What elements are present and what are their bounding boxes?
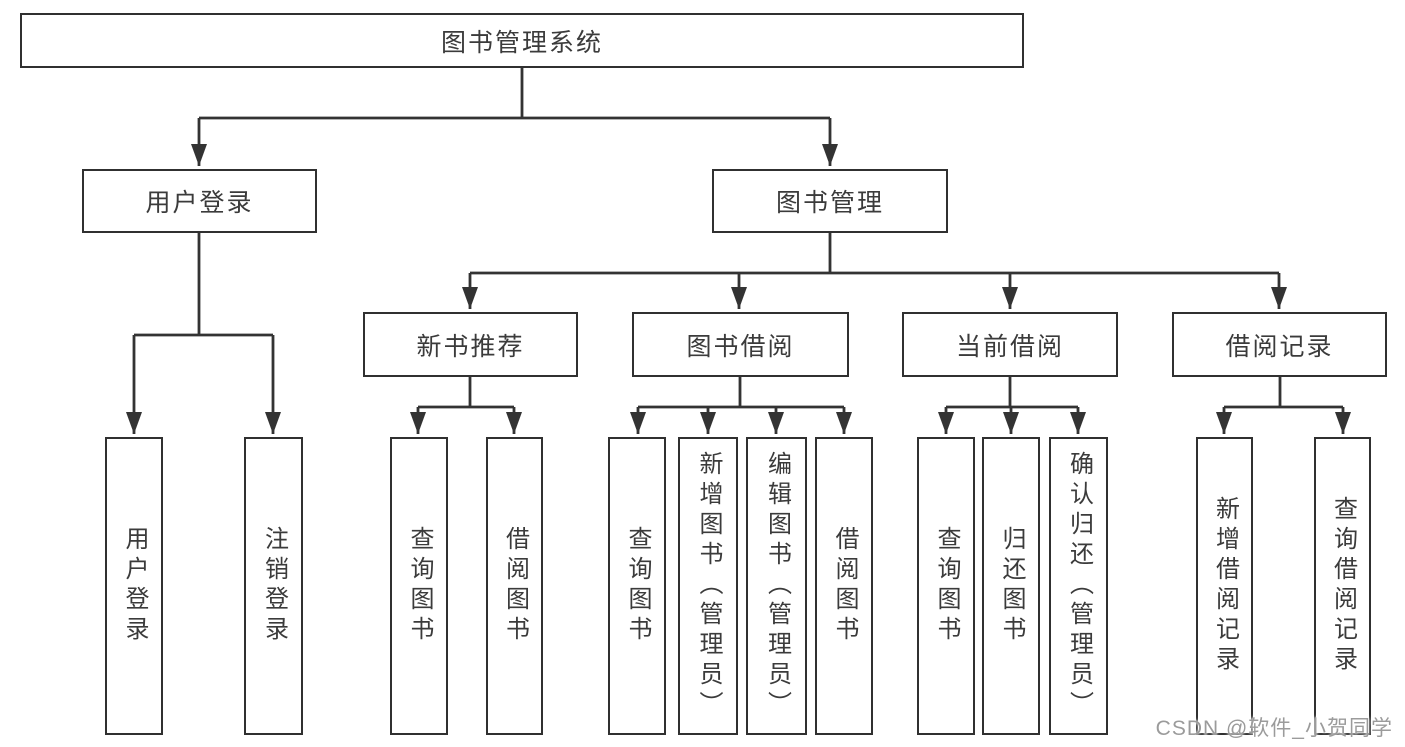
leaf-query-books-1-label: 查询图书: [406, 526, 433, 646]
leaf-borrow-books-2: 借阅图书: [815, 437, 873, 735]
leaf-query-books-2: 查询图书: [608, 437, 666, 735]
leaf-logout-label: 注销登录: [260, 526, 288, 646]
leaf-return-books-label: 归还图书: [998, 526, 1025, 646]
node-book-borrowing-label: 图书借阅: [686, 332, 795, 361]
node-book-management-label: 图书管理: [775, 189, 884, 217]
leaf-query-books-1: 查询图书: [390, 437, 448, 735]
leaf-query-books-2-label: 查询图书: [624, 526, 651, 646]
leaf-borrow-books-1: 借阅图书: [486, 437, 543, 735]
node-new-book-recommend: 新书推荐: [363, 312, 578, 377]
node-current-borrowing: 当前借阅: [902, 312, 1118, 377]
leaf-add-borrow-record: 新增借阅记录: [1196, 437, 1253, 735]
node-new-book-recommend-label: 新书推荐: [416, 332, 525, 361]
leaf-logout: 注销登录: [244, 437, 303, 735]
leaf-add-borrow-record-label: 新增借阅记录: [1211, 496, 1239, 676]
node-borrowing-records: 借阅记录: [1172, 312, 1387, 377]
leaf-confirm-return-admin: 确认归还（管理员）: [1049, 437, 1108, 735]
leaf-edit-books-admin: 编辑图书（管理员）: [746, 437, 807, 735]
leaf-user-login: 用户登录: [105, 437, 163, 735]
node-current-borrowing-label: 当前借阅: [955, 332, 1064, 361]
node-user-login-label: 用户登录: [145, 189, 254, 217]
leaf-return-books: 归还图书: [982, 437, 1040, 735]
leaf-edit-books-admin-label: 编辑图书（管理员）: [763, 451, 791, 721]
leaf-add-books-admin: 新增图书（管理员）: [678, 437, 738, 735]
leaf-query-books-3-label: 查询图书: [933, 526, 960, 646]
node-root: 图书管理系统: [20, 13, 1024, 68]
watermark: CSDN @软件_小贺同学: [1155, 717, 1393, 740]
leaf-query-borrow-record-label: 查询借阅记录: [1329, 496, 1357, 676]
leaf-query-books-3: 查询图书: [917, 437, 975, 735]
node-borrowing-records-label: 借阅记录: [1225, 332, 1334, 361]
leaf-confirm-return-admin-label: 确认归还（管理员）: [1065, 451, 1093, 721]
node-root-label: 图书管理系统: [440, 28, 603, 57]
node-user-login: 用户登录: [82, 169, 317, 233]
leaf-borrow-books-1-label: 借阅图书: [501, 526, 529, 646]
node-book-management: 图书管理: [712, 169, 948, 233]
leaf-query-borrow-record: 查询借阅记录: [1314, 437, 1371, 735]
leaf-borrow-books-2-label: 借阅图书: [831, 526, 858, 646]
node-book-borrowing: 图书借阅: [632, 312, 849, 377]
leaf-user-login-label: 用户登录: [121, 526, 148, 646]
leaf-add-books-admin-label: 新增图书（管理员）: [695, 451, 722, 721]
